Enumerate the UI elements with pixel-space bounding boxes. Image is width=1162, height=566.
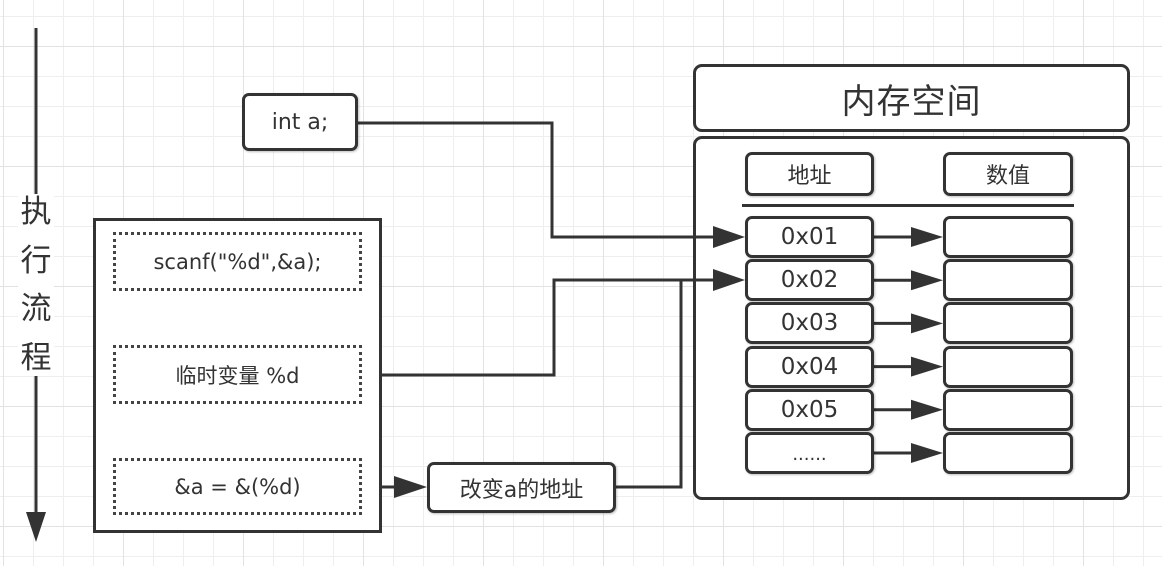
process-step-text: &a = &(%d)	[174, 474, 301, 499]
memory-value-cell[interactable]	[943, 302, 1073, 345]
memory-value-cell[interactable]	[943, 259, 1073, 302]
change-address-text: 改变a的地址	[459, 477, 584, 503]
memory-address-text: 0x02	[780, 267, 839, 294]
process-step-text: 临时变量 %d	[175, 363, 300, 388]
declaration-text: int a;	[271, 109, 329, 135]
memory-value-cell[interactable]	[943, 388, 1073, 431]
execution-flow-label: 执 行 流 程	[18, 194, 54, 376]
memory-space-title: 内存空间	[693, 64, 1130, 132]
connector-change-to-0x02	[616, 280, 683, 489]
memory-address-text: 0x01	[780, 224, 839, 250]
header-separator	[742, 204, 1074, 207]
change-address-node[interactable]: 改变a的地址	[427, 462, 616, 513]
process-step-text: scanf("%d",&a);	[153, 249, 322, 274]
value-header-text: 数值	[985, 164, 1030, 189]
memory-value-cell[interactable]	[943, 432, 1073, 474]
value-column-header: 数值	[943, 152, 1073, 196]
process-step-scanf[interactable]: scanf("%d",&a);	[113, 232, 362, 291]
address-header-text: 地址	[787, 164, 832, 189]
memory-address-text: ......	[792, 444, 827, 465]
memory-address-cell[interactable]: 0x02	[745, 259, 874, 302]
process-step-assign-address[interactable]: &a = &(%d)	[113, 458, 362, 515]
memory-address-cell[interactable]: 0x01	[745, 216, 874, 258]
flow-axis-arrowhead	[26, 512, 46, 542]
connector-tempvar-to-0x02	[362, 278, 716, 377]
memory-address-cell[interactable]: 0x03	[745, 302, 874, 345]
memory-value-cell[interactable]	[943, 345, 1073, 388]
memory-address-cell[interactable]: ......	[745, 432, 874, 474]
memory-address-cell[interactable]: 0x05	[745, 388, 874, 431]
memory-address-text: 0x04	[780, 353, 839, 380]
memory-address-cell[interactable]: 0x04	[745, 345, 874, 388]
memory-title-text: 内存空间	[841, 81, 982, 122]
memory-address-text: 0x03	[780, 310, 839, 337]
flow-label-char: 程	[20, 339, 52, 376]
memory-value-cell[interactable]	[943, 216, 1073, 258]
arrowhead-to-change	[394, 476, 427, 498]
flow-label-char: 流	[20, 291, 52, 328]
declaration-node[interactable]: int a;	[242, 93, 358, 151]
address-column-header: 地址	[745, 152, 874, 196]
flow-label-char: 执	[20, 194, 52, 230]
process-step-temp-variable[interactable]: 临时变量 %d	[113, 345, 362, 404]
memory-address-text: 0x05	[780, 396, 839, 423]
connector-declaration-to-0x01	[358, 121, 716, 239]
flow-label-char: 行	[20, 242, 52, 279]
